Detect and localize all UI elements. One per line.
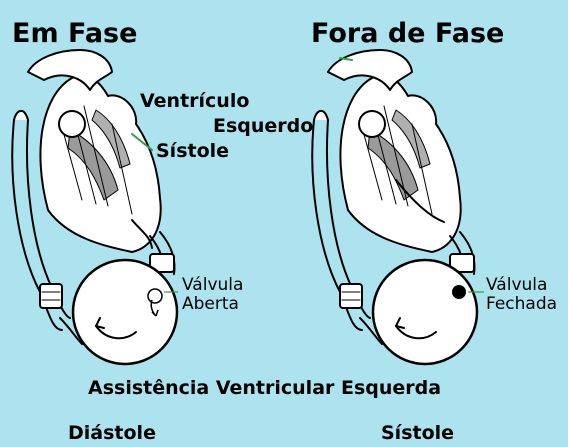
bottom-label-left: Diástole [68, 424, 156, 443]
panel-title-left: Em Fase [12, 20, 137, 47]
figure-caption: Assistência Ventricular Esquerda [88, 379, 441, 398]
bottom-label-right: Sístole [381, 424, 454, 443]
label-ventricle-line2: Esquerdo [213, 117, 313, 136]
label-ventricle-line1: Ventrículo [140, 92, 249, 111]
label-valve-closed-line2: Fechada [486, 295, 557, 314]
label-valve-open-line2: Aberta [182, 295, 243, 314]
label-valve-open-line1: Válvula [182, 276, 243, 295]
label-phase-systole: Sístole [156, 142, 229, 161]
right-heart-illustration [312, 50, 477, 364]
closed-valve-icon [452, 285, 466, 299]
panel-title-right: Fora de Fase [311, 20, 504, 47]
label-valve-closed: Válvula Fechada [486, 276, 557, 314]
label-valve-closed-line1: Válvula [486, 276, 557, 295]
label-valve-open: Válvula Aberta [182, 276, 243, 314]
